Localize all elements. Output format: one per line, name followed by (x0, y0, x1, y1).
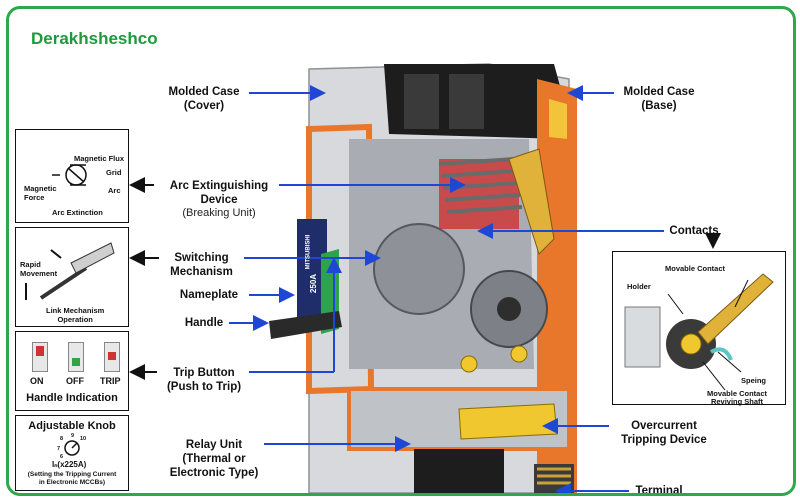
knob-scale-6: 6 (60, 454, 64, 460)
link-mechanism-icon (25, 242, 115, 300)
state-off: OFF (66, 376, 84, 386)
knob-dial-icon (64, 440, 80, 456)
handle-trip-icon (104, 342, 120, 372)
label-text-line: Tripping Device (621, 434, 707, 446)
knob-title: Adjustable Knob (28, 420, 116, 432)
label-breaking-unit: (Breaking Unit) (182, 207, 256, 219)
link-mechanism-caption: Link Mechanism Operation (46, 306, 105, 324)
label-trip-button: Trip Button (Push to Trip) (159, 366, 249, 394)
label-text-line: (Thermal or (182, 453, 246, 465)
state-trip: TRIP (100, 376, 121, 386)
label-relay-unit: Relay Unit (Thermal or Electronic Type) (164, 438, 264, 480)
label-arc-extinguishing-device: Arc Extinguishing Device (154, 179, 284, 207)
label-text-line: Overcurrent (631, 420, 697, 432)
inset-link-mechanism: Rapid Movement Link Mechanism Operation (15, 227, 129, 327)
breaker-illustration (129, 63, 721, 493)
grid-label: Grid (106, 168, 122, 177)
label-text-line: (Cover) (183, 100, 225, 112)
label-handle: Handle (184, 317, 224, 329)
label-text-line: Arc Extinguishing (169, 180, 269, 192)
label-text-line: Molded Case (168, 86, 240, 98)
label-nameplate: Nameplate (179, 289, 239, 301)
magnetic-flux-label: Magnetic Flux (74, 154, 125, 163)
contact-detail-icon (624, 273, 774, 391)
knob-scale-7: 7 (57, 446, 61, 452)
state-on: ON (30, 376, 44, 386)
knob-scale-8: 8 (60, 436, 64, 442)
holder-label: Holder (627, 282, 651, 291)
label-text-line: Electronic Type) (169, 467, 259, 479)
label-switching-mechanism: Switching Mechanism (159, 251, 244, 279)
label-overcurrent-tripping-device: Overcurrent Tripping Device (609, 419, 719, 447)
inset-handle-indication: ON OFF TRIP Handle Indication (15, 331, 129, 411)
label-molded-case-base: Molded Case (Base) (614, 85, 704, 113)
label-text-line: (Push to Trip) (166, 381, 242, 393)
arc-chute-plates (438, 157, 523, 229)
inset-contact-detail: Movable Contact Holder Speing Movable Co… (612, 251, 786, 406)
nameplate-rating-text: 250A (309, 273, 319, 294)
label-text-line: Molded Case (623, 86, 695, 98)
diagram-frame: Derakhsheshco (6, 6, 796, 496)
knob-scale-9: 9 (71, 433, 75, 439)
handle-off-icon (68, 342, 84, 372)
arc-diagram-icon (52, 164, 87, 186)
inset-arc-extinction: Magnetic Flux Grid Magnetic Force Arc Ar… (15, 129, 129, 223)
movable-contact-label: Movable Contact (665, 264, 726, 273)
knob-current-value: Iₙ(x225A) (52, 460, 87, 469)
handle-indication-caption: Handle Indication (26, 392, 118, 404)
label-text-line: Mechanism (170, 266, 233, 278)
knob-caption: (Setting the Tripping Current in Electro… (27, 471, 117, 486)
magnetic-force-label: Magnetic Force (24, 184, 57, 202)
label-text-line: Device (200, 194, 238, 206)
spring-label: Speing (741, 376, 767, 385)
label-text-line: Relay Unit (185, 439, 243, 451)
label-terminal: Terminal (635, 485, 683, 496)
knob-scale-10: 10 (80, 436, 87, 442)
brand-logo: Derakhsheshco (31, 29, 158, 48)
label-text-line: (Base) (641, 100, 677, 112)
arc-extinction-caption: Arc Extinction (52, 208, 103, 217)
label-text-line: Trip Button (173, 367, 235, 379)
label-text-line: Switching (174, 252, 229, 264)
label-molded-case-cover: Molded Case (Cover) (159, 85, 249, 113)
rapid-movement-label: Rapid Movement (20, 260, 58, 278)
handle-on-icon (32, 342, 48, 372)
inset-adjustable-knob: Adjustable Knob 8 9 10 7 6 Iₙ(x225A) (Se… (15, 415, 129, 491)
reviving-shaft-label: Movable Contact Reviving Shaft (707, 389, 768, 406)
nameplate-brand-text: MITSUBISHI (305, 234, 312, 270)
label-contacts: Contacts (669, 225, 719, 237)
arc-label: Arc (108, 186, 121, 195)
